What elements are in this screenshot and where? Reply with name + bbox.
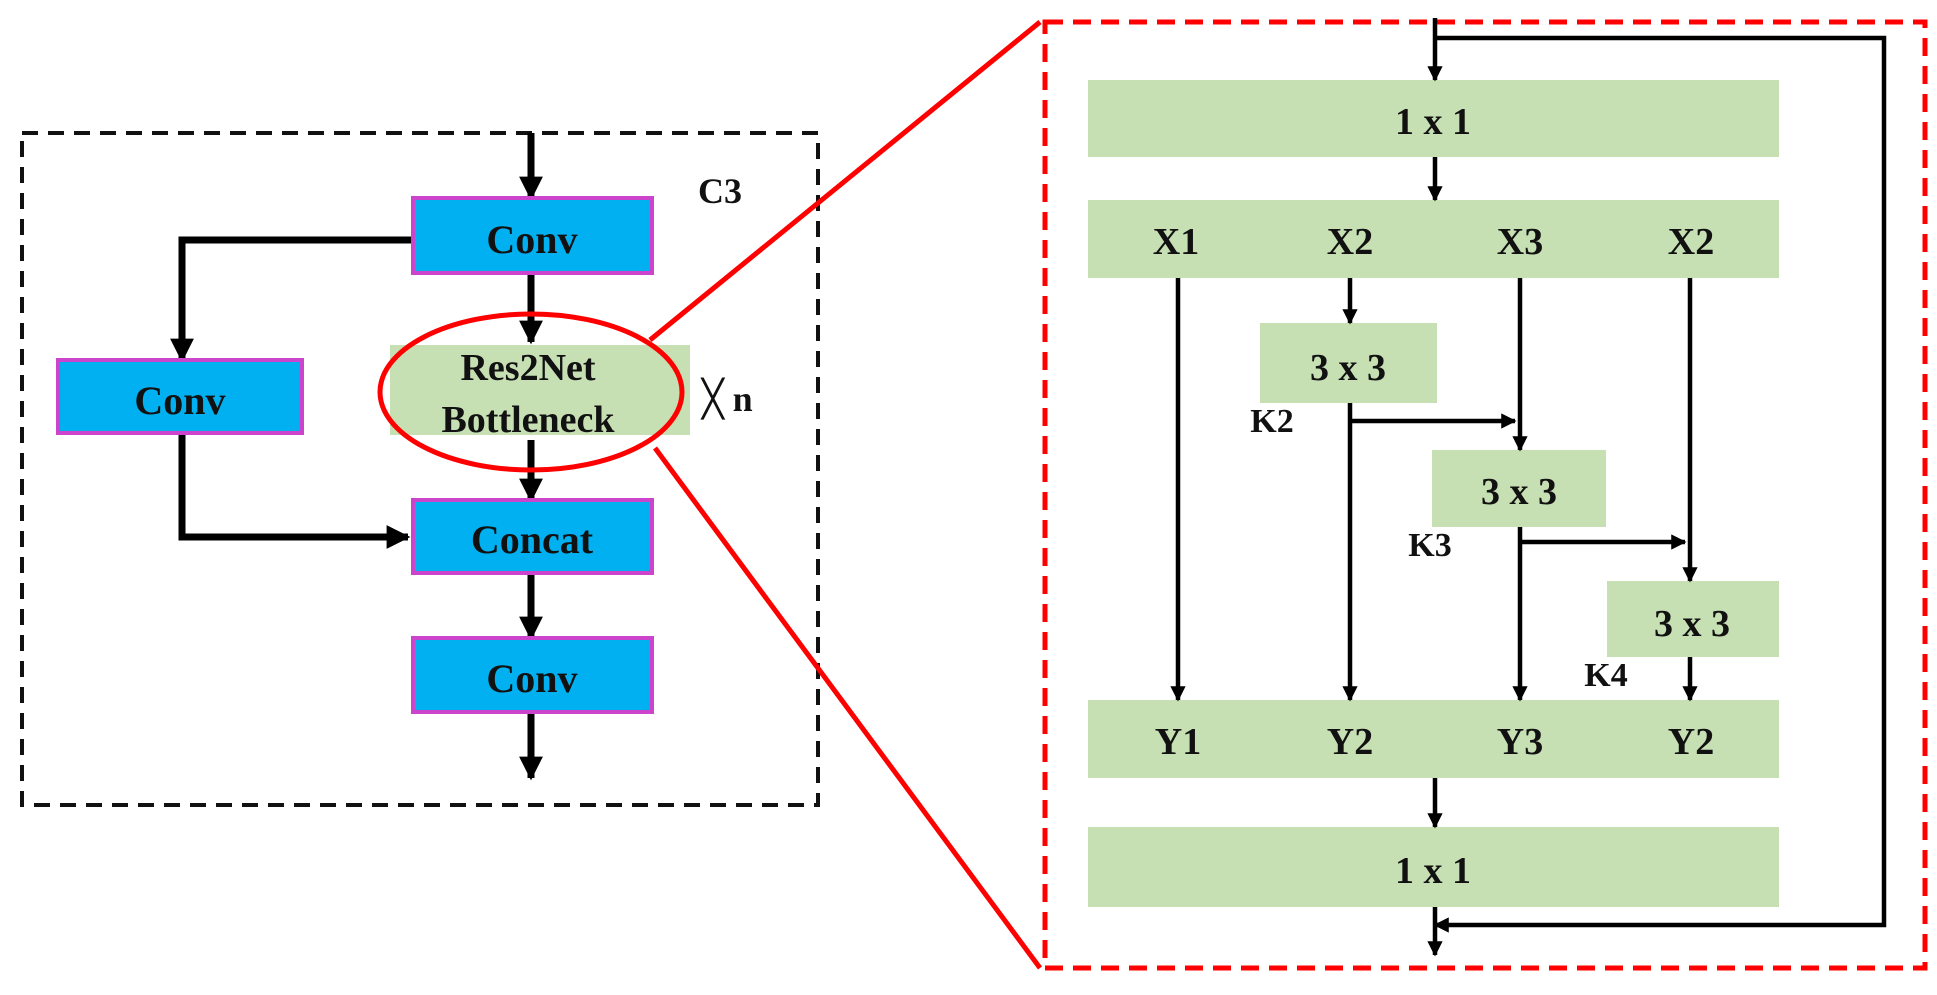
arrow-side-conv-to-concat <box>178 433 411 549</box>
detail-connectors <box>1170 18 1887 957</box>
repeat-n-label: ╳ n <box>700 377 753 420</box>
top-1x1-label: 1 x 1 <box>1395 101 1471 143</box>
conv-3x3-k4-label: 3 x 3 <box>1654 603 1730 645</box>
output-label-y1: Y1 <box>1155 721 1201 763</box>
bottleneck-highlight-ellipse <box>377 311 685 473</box>
residual-skip-connection <box>1433 35 1887 933</box>
concat-label: Concat <box>471 517 594 562</box>
bottleneck-label-line1: Res2Net <box>460 347 595 389</box>
arrow-conv-to-side-conv <box>170 236 413 363</box>
split-row-block <box>1088 200 1779 278</box>
kernel-label-k3: K3 <box>1408 527 1451 564</box>
zoom-line-upper <box>648 20 1042 342</box>
c3-title: C3 <box>698 171 742 211</box>
zoom-line-lower <box>652 446 1043 970</box>
c3-connectors <box>170 133 543 781</box>
res2net-bottleneck-block: Res2Net Bottleneck <box>377 311 690 473</box>
kernel-label-k4: K4 <box>1584 657 1627 694</box>
split-label-x3: X3 <box>1497 221 1543 263</box>
kernel-label-k2: K2 <box>1250 403 1293 440</box>
bottom-1x1-block <box>1088 827 1779 907</box>
c3-dashed-border <box>20 131 820 807</box>
conv-3x3-k4-block <box>1607 581 1779 657</box>
detail-dashed-border <box>1042 19 1928 971</box>
conv-3x3-k3-block <box>1432 450 1606 527</box>
split-label-x2: X2 <box>1327 221 1373 263</box>
side-conv-block: Conv <box>56 358 304 435</box>
conv-3x3-k2-label: 3 x 3 <box>1310 347 1386 389</box>
output-label-y2: Y2 <box>1327 721 1373 763</box>
top-conv-label: Conv <box>486 217 577 262</box>
split-label-x4: X2 <box>1668 221 1714 263</box>
side-conv-label: Conv <box>134 378 225 423</box>
conv-3x3-k3-label: 3 x 3 <box>1481 471 1557 513</box>
bottleneck-label-line2: Bottleneck <box>441 399 615 441</box>
bottom-conv-block: Conv <box>411 636 654 714</box>
bottom-conv-label: Conv <box>486 656 577 701</box>
conv-3x3-k2-block <box>1260 323 1437 403</box>
top-conv-block: Conv <box>411 196 654 275</box>
bottom-1x1-label: 1 x 1 <box>1395 850 1471 892</box>
split-label-x1: X1 <box>1153 221 1199 263</box>
output-row-block <box>1088 700 1779 778</box>
concat-block: Concat <box>411 498 654 575</box>
top-1x1-block <box>1088 80 1779 157</box>
output-label-y3: Y3 <box>1497 721 1543 763</box>
output-label-y4: Y2 <box>1668 721 1714 763</box>
